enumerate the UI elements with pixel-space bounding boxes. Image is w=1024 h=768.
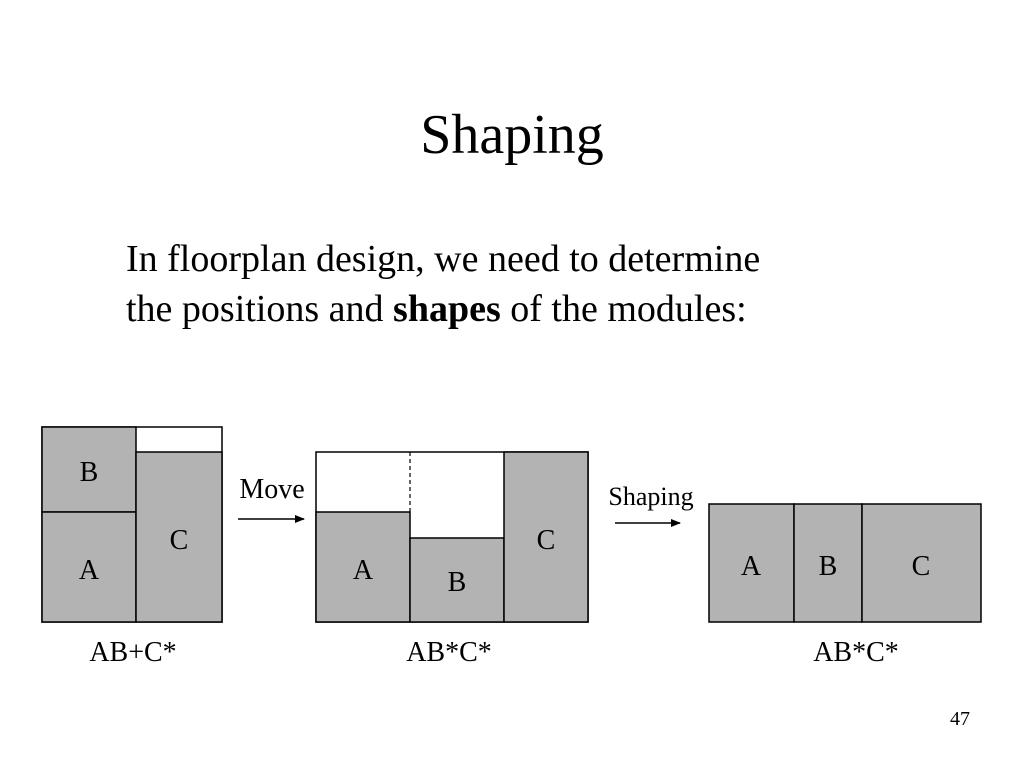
body-line-1: In floorplan design, we need to determin…	[126, 238, 761, 280]
body-line-2-bold: shapes	[393, 288, 501, 330]
fp2-module-a	[315, 511, 411, 623]
slide-title: Shaping	[420, 104, 604, 166]
fp1-label-a: A	[79, 555, 100, 586]
fp1-module-a	[41, 511, 137, 623]
body-text: In floorplan design, we need to determin…	[126, 234, 760, 334]
fp1-expression: AB+C*	[89, 637, 176, 668]
fp2-module-c	[503, 451, 589, 623]
fp3-expression: AB*C*	[813, 637, 899, 668]
body-line-2-before: the positions and	[126, 288, 394, 330]
fp1-module-c	[135, 451, 223, 623]
floorplan-3: A B C AB*C*	[708, 503, 982, 668]
page-number: 47	[950, 708, 970, 730]
fp3-module-b	[793, 503, 863, 623]
fp3-label-a: A	[741, 551, 762, 582]
fp1-label-b: B	[80, 457, 99, 488]
fp3-label-c: C	[912, 551, 931, 582]
fp3-label-b: B	[819, 551, 838, 582]
arrow-shaping-label: Shaping	[608, 482, 693, 511]
fp2-expression: AB*C*	[406, 637, 492, 668]
body-line-2: the positions and shapes of the modules:	[126, 284, 760, 334]
fp2-label-a: A	[353, 555, 374, 586]
arrow-shaping: Shaping	[608, 482, 694, 527]
fp3-module-c	[861, 503, 982, 623]
arrow-move-label: Move	[239, 474, 304, 505]
fp2-label-b: B	[448, 567, 467, 598]
fp2-label-c: C	[537, 525, 556, 556]
arrow-move: Move	[238, 474, 305, 523]
body-line-2-after: of the modules:	[500, 288, 747, 330]
floorplan-1: B A C AB+C*	[41, 426, 223, 668]
floorplan-2: A B C AB*C*	[315, 451, 589, 668]
fp1-label-c: C	[170, 525, 189, 556]
fp2-module-b	[409, 537, 505, 623]
